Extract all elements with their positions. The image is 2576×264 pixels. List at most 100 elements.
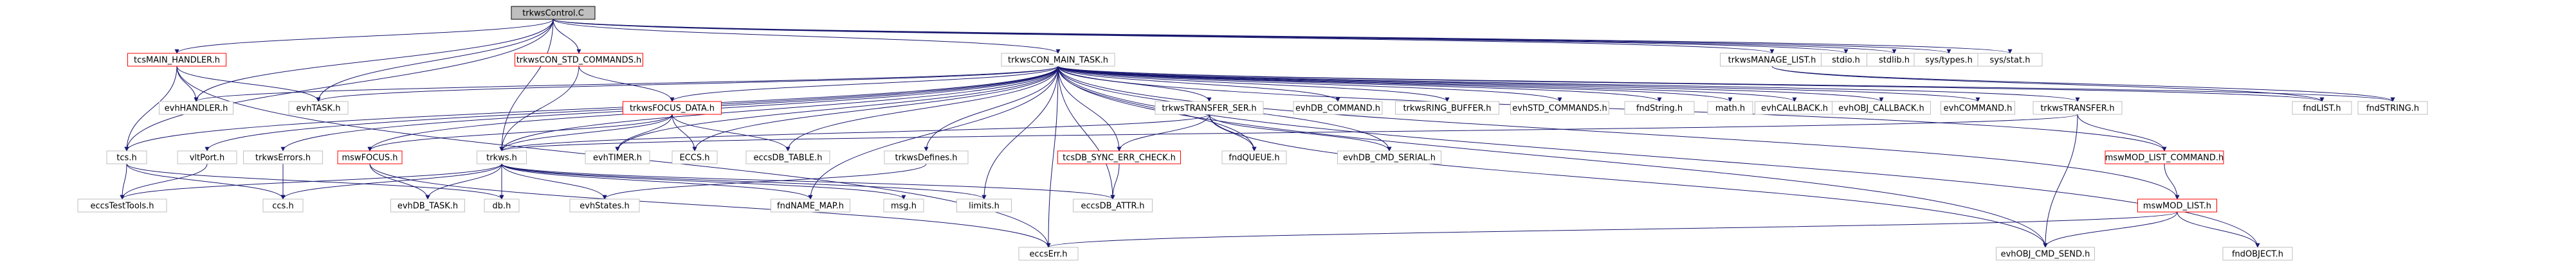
node-syncErrCheck[interactable]: tcsDB_SYNC_ERR_CHECK.h <box>1057 150 1181 164</box>
node-label: tcs.h <box>116 154 136 163</box>
node-eccsErr[interactable]: eccsErr.h <box>1018 247 1079 261</box>
node-box <box>2357 101 2428 115</box>
edge-trkws-to-fndNameMap <box>501 163 813 200</box>
node-conStdCmds[interactable]: trkwsCON_STD_COMMANDS.h <box>515 53 643 67</box>
node-mswModListCmd[interactable]: mswMOD_LIST_COMMAND.h <box>2105 150 2224 164</box>
node-box <box>2105 150 2224 164</box>
edge-transfer-to-trkws <box>500 114 2078 152</box>
node-box <box>484 198 520 213</box>
node-label: eccsDB_ATTR.h <box>1081 202 1145 211</box>
node-focusData[interactable]: trkwsFOCUS_DATA.h <box>623 101 722 115</box>
node-box <box>1996 247 2095 261</box>
node-box <box>127 53 226 67</box>
node-box <box>2292 101 2352 115</box>
node-label: eccsErr.h <box>1030 250 1068 260</box>
node-errors[interactable]: trkwsErrors.h <box>243 150 323 164</box>
node-label: evhTIMER.h <box>593 154 642 163</box>
edge-conMainTask-to-tcs <box>124 66 1059 152</box>
node-conMainTask[interactable]: trkwsCON_MAIN_TASK.h <box>1001 53 1115 67</box>
node-label: ECCS.h <box>680 154 710 163</box>
node-box <box>77 198 167 213</box>
edge-root-to-conMainTask <box>553 19 1061 54</box>
node-fndString[interactable]: fndString.h <box>1624 101 1695 115</box>
node-systypes[interactable]: sys/types.h <box>1914 53 1984 67</box>
edge-root-to-sysstat <box>553 19 2012 54</box>
node-label: trkwsMANAGE_LIST.h <box>1728 56 1816 66</box>
node-fndObject[interactable]: fndOBJECT.h <box>2222 247 2293 261</box>
node-ccs[interactable]: ccs.h <box>262 198 304 213</box>
node-label: evhCOMMAND.h <box>1944 104 2013 114</box>
edge-conMainTask-to-eccsErr <box>1046 66 1059 248</box>
node-evhDbCommand[interactable]: evhDB_COMMAND.h <box>1293 101 1383 115</box>
node-msg[interactable]: msg.h <box>883 198 924 213</box>
edge-conMainTask-to-evhTask <box>316 66 1059 102</box>
edge-mswFocus-to-evhDbTask <box>369 163 430 200</box>
edge-conMainTask-to-transfer <box>1057 66 2080 102</box>
node-label: mswMOD_LIST_COMMAND.h <box>2105 154 2224 163</box>
node-label: trkwsCON_STD_COMMANDS.h <box>516 56 642 66</box>
node-box <box>2137 198 2217 213</box>
edge-mswModList-to-evhObjCmdSend <box>2043 211 2178 248</box>
edge-transferSer-to-trkws <box>499 114 1210 152</box>
node-label: trkwsTRANSFER.h <box>2040 104 2114 114</box>
node-tcs[interactable]: tcs.h <box>106 150 147 164</box>
node-evhTask[interactable]: evhTASK.h <box>288 101 349 115</box>
node-box <box>1073 198 1153 213</box>
node-stdio[interactable]: stdio.h <box>1821 53 1871 67</box>
node-evhStates[interactable]: evhStates.h <box>569 198 640 213</box>
node-eccsTestTools[interactable]: eccsTestTools.h <box>77 198 167 213</box>
node-vltPort[interactable]: vltPort.h <box>177 150 237 164</box>
node-db[interactable]: db.h <box>484 198 520 213</box>
node-fndQueue[interactable]: fndQUEUE.h <box>1221 150 1287 164</box>
node-fndNameMap[interactable]: fndNAME_MAP.h <box>771 198 850 213</box>
node-limits[interactable]: limits.h <box>956 198 1012 213</box>
node-eccs[interactable]: ECCS.h <box>671 150 718 164</box>
node-trkws[interactable]: trkws.h <box>477 150 527 164</box>
node-transfer[interactable]: trkwsTRANSFER.h <box>2032 101 2123 115</box>
node-label: fndLIST.h <box>2303 104 2341 114</box>
node-evhObjCallback[interactable]: evhOBJ_CALLBACK.h <box>1832 101 1931 115</box>
node-evhDbCmdSerial[interactable]: evhDB_CMD_SERIAL.h <box>1337 150 1441 164</box>
node-sysstat[interactable]: sys/stat.h <box>1977 53 2043 67</box>
edge-mswModList-to-eccsErr <box>1046 211 2178 248</box>
node-eccsDbAttr[interactable]: eccsDB_ATTR.h <box>1073 198 1153 213</box>
node-evhHandler[interactable]: evhHANDLER.h <box>159 101 233 115</box>
node-evhTimer[interactable]: evhTIMER.h <box>585 150 650 164</box>
node-mswFocus[interactable]: mswFOCUS.h <box>337 150 403 164</box>
node-defines[interactable]: trkwsDefines.h <box>884 150 969 164</box>
edge-conMainTask-to-syncErrCheck <box>1057 66 1122 152</box>
node-label: trkws.h <box>486 154 517 163</box>
node-manageList[interactable]: trkwsMANAGE_LIST.h <box>1720 53 1824 67</box>
node-evhCommand[interactable]: evhCOMMAND.h <box>1941 101 2015 115</box>
node-box <box>1337 150 1441 164</box>
node-label: fndQUEUE.h <box>1229 154 1279 163</box>
node-tcsMainHandler[interactable]: tcsMAIN_HANDLER.h <box>127 53 226 67</box>
node-fndList[interactable]: fndLIST.h <box>2292 101 2352 115</box>
node-box <box>1057 150 1181 164</box>
node-box <box>745 150 830 164</box>
node-transferSer[interactable]: trkwsTRANSFER_SER.h <box>1155 101 1264 115</box>
node-evhObjCmdSend[interactable]: evhOBJ_CMD_SEND.h <box>1996 247 2095 261</box>
edge-conMainTask-to-fndStringU <box>1057 66 2395 102</box>
edge-focusData-to-eccs <box>671 114 697 152</box>
edge-conMainTask-to-eccsDbAttr <box>1057 66 1115 200</box>
edge-mswFocus-to-eccsErr <box>369 163 1051 248</box>
node-box <box>106 150 147 164</box>
node-eccsDbTable[interactable]: eccsDB_TABLE.h <box>745 150 830 164</box>
node-mswModList[interactable]: mswMOD_LIST.h <box>2137 198 2217 213</box>
node-stdlib[interactable]: stdlib.h <box>1867 53 1922 67</box>
node-box <box>884 150 969 164</box>
edge-conMainTask-to-fndString <box>1057 66 1662 102</box>
node-evhCallback[interactable]: evhCALLBACK.h <box>1755 101 1834 115</box>
node-evhDbTask[interactable]: evhDB_TASK.h <box>390 198 465 213</box>
node-root[interactable]: trkwsControl.C <box>511 6 596 20</box>
node-fndStringU[interactable]: fndSTRING.h <box>2357 101 2428 115</box>
edge-conMainTask-to-evhCallback <box>1057 66 1797 102</box>
edge-tcs-to-eccsTestTools <box>120 163 127 200</box>
node-box <box>569 198 640 213</box>
node-evhStdCommands[interactable]: evhSTD_COMMANDS.h <box>1510 101 1609 115</box>
node-ringBuffer[interactable]: trkwsRING_BUFFER.h <box>1395 101 1499 115</box>
node-math[interactable]: math.h <box>1707 101 1753 115</box>
edge-tcs-to-ccs <box>126 163 286 200</box>
edge-conMainTask-to-evhDbCommand <box>1057 66 1340 102</box>
